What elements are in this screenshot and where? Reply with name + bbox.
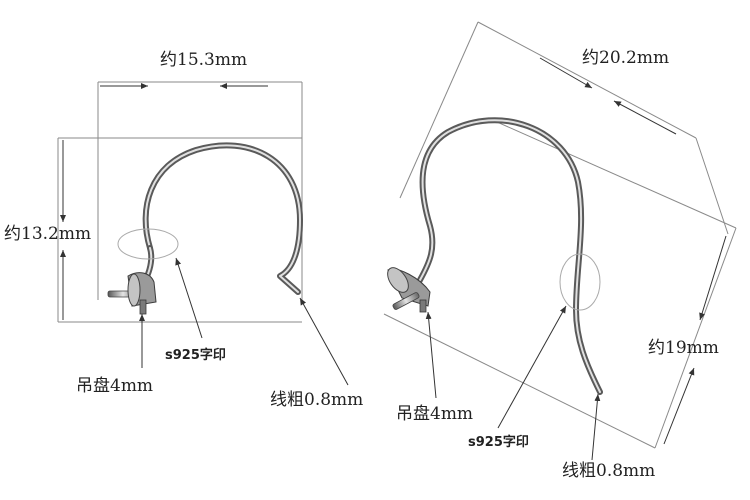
right-wire-label: 线粗0.8mm: [562, 461, 656, 481]
right-hook-wire: [417, 117, 603, 395]
left-width-label: 约15.3mm: [160, 50, 248, 70]
left-pendant-cup: [107, 272, 157, 315]
left-stamp-marker: [117, 228, 179, 260]
right-dimension-box: [383, 21, 737, 449]
right-dimension-arrows: [539, 57, 727, 445]
right-stamp-label: s925字印: [468, 435, 529, 450]
left-height-label: 约13.2mm: [4, 224, 92, 244]
left-wire-label: 线粗0.8mm: [270, 390, 364, 410]
left-dimension-box: [57, 81, 303, 323]
right-width-label: 约20.2mm: [582, 48, 670, 68]
right-pendant-cup: [387, 267, 431, 313]
left-stamp-label: s925字印: [165, 348, 226, 363]
left-callouts: [139, 257, 349, 386]
left-pendant-label: 吊盘4mm: [76, 376, 154, 396]
left-dimension-arrows: [60, 83, 268, 320]
left-hook-wire: [137, 142, 303, 295]
right-callouts: [425, 305, 601, 461]
right-pendant-label: 吊盘4mm: [396, 404, 474, 424]
right-height-label: 约19mm: [648, 338, 719, 358]
right-stamp-marker: [559, 253, 601, 311]
